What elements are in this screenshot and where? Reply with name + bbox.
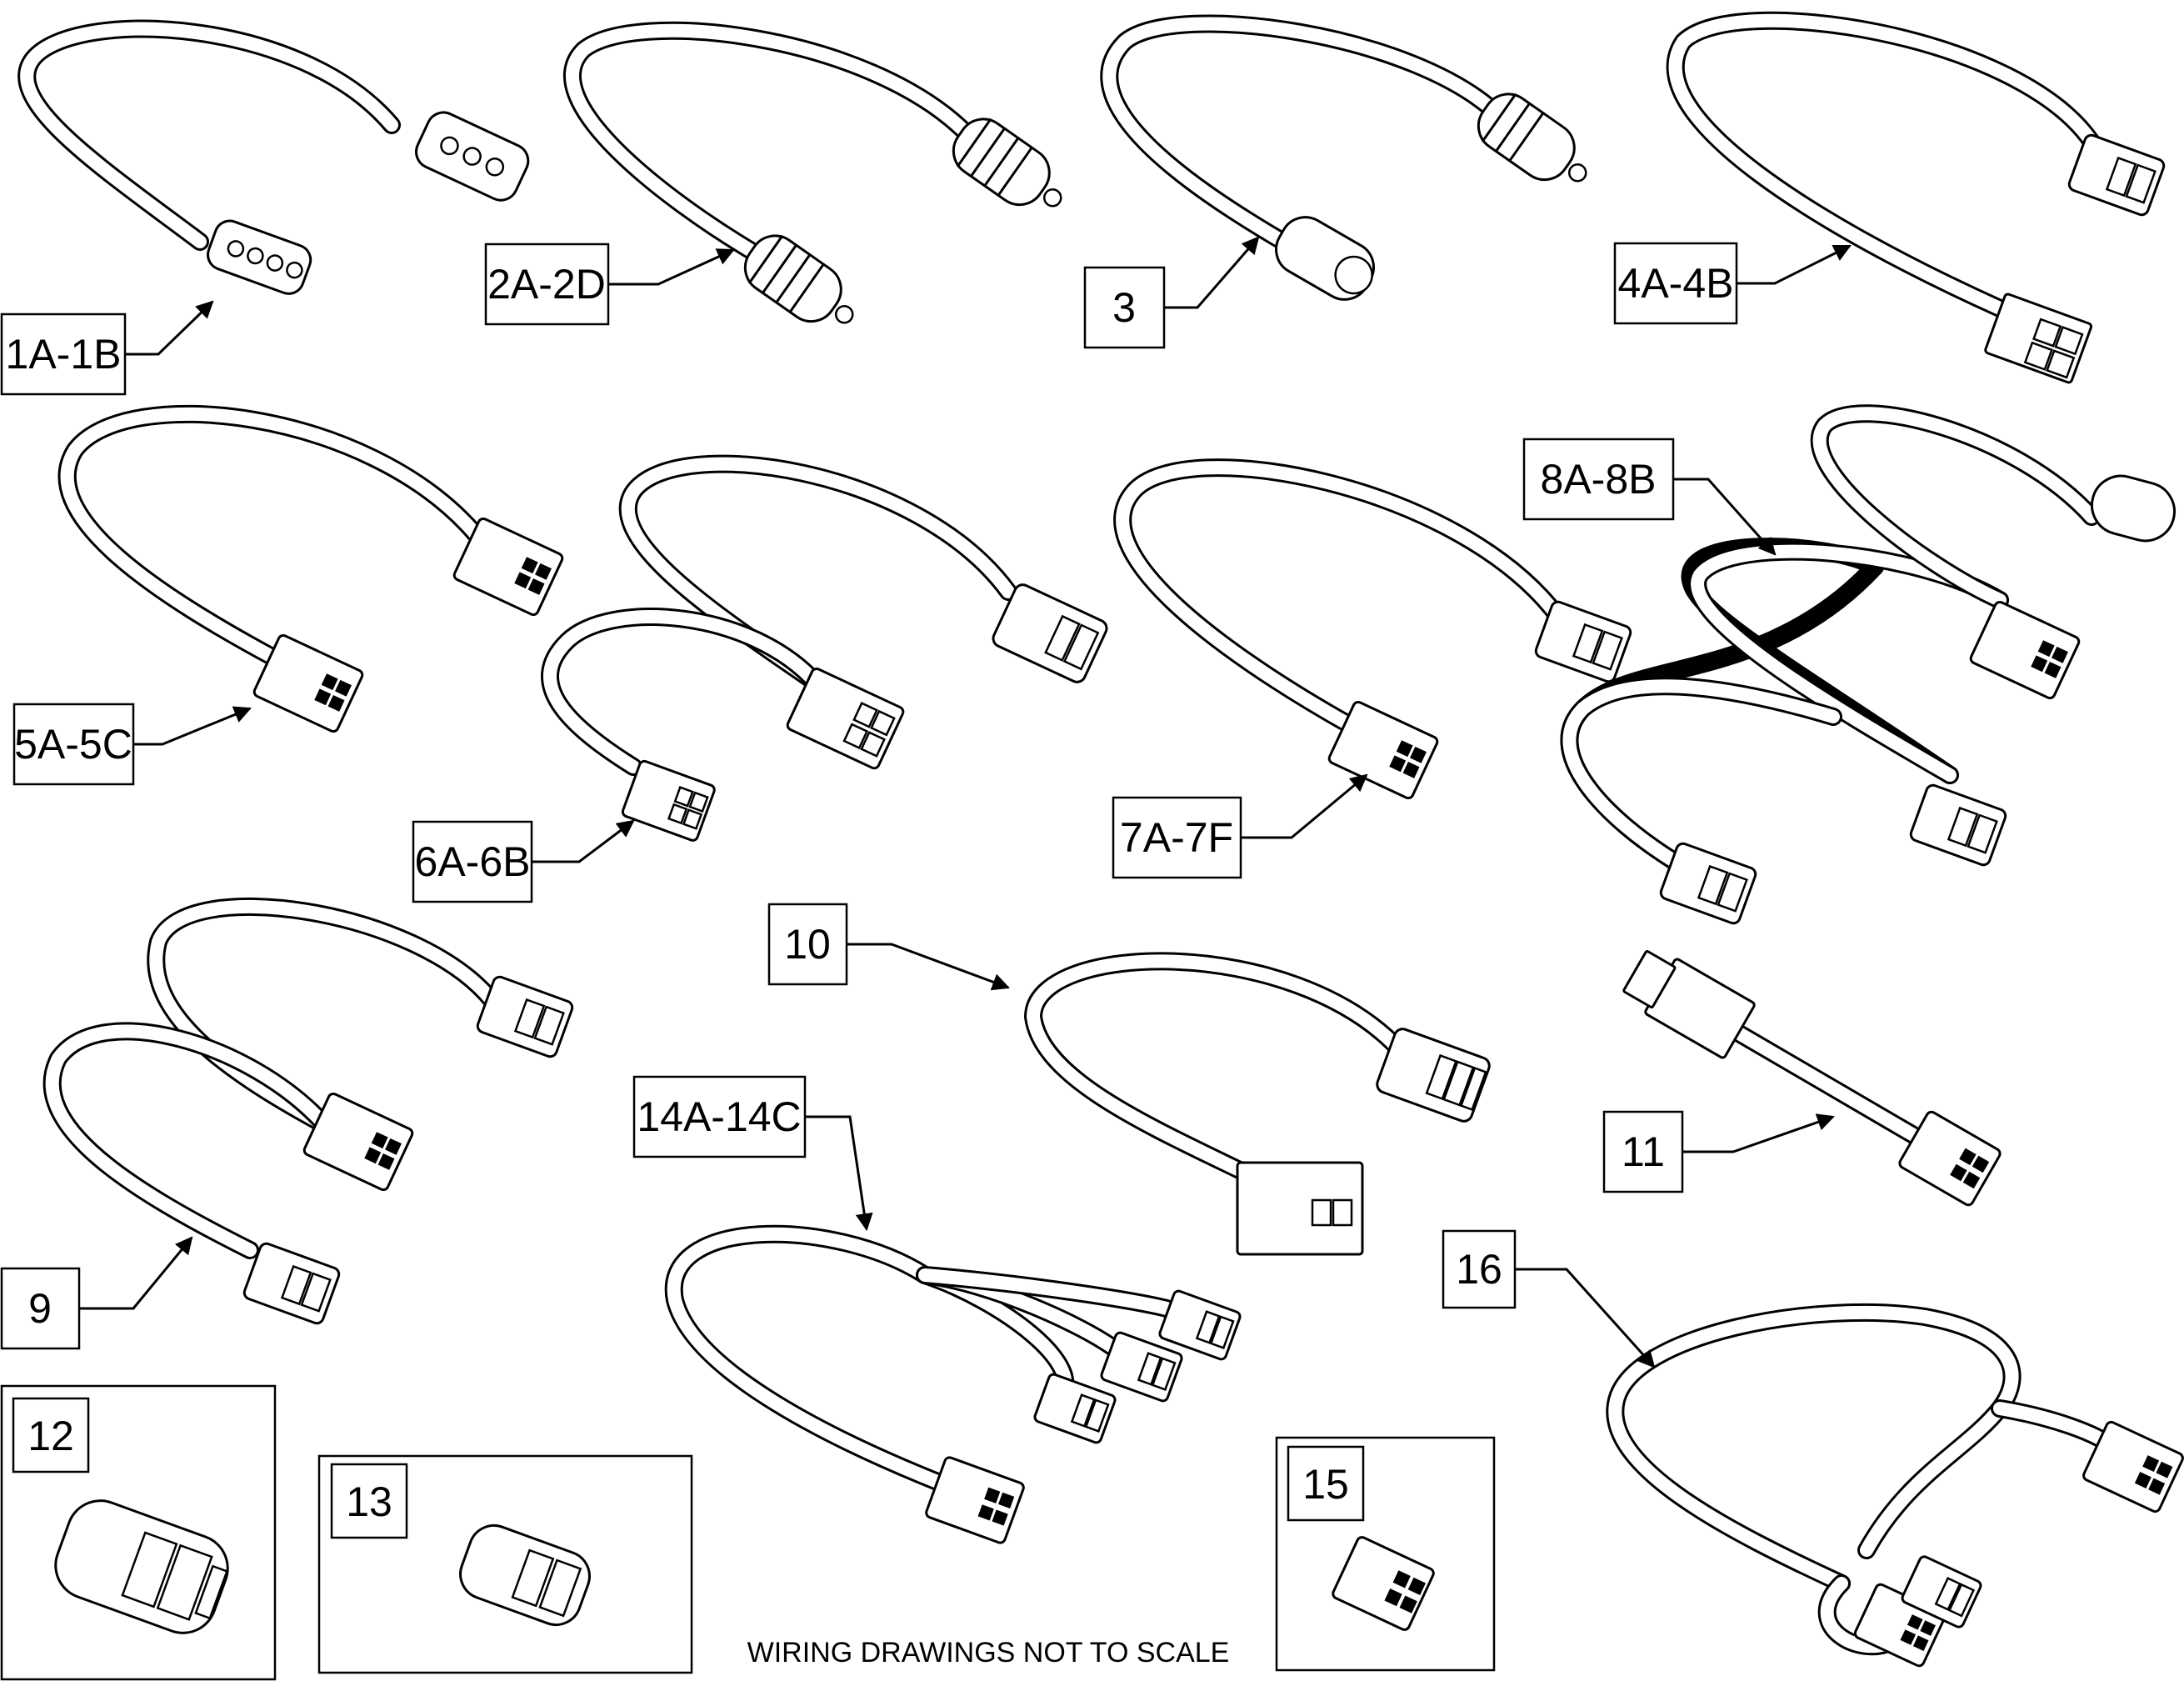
svg-text:4A-4B: 4A-4B (1618, 260, 1734, 307)
label-16: 16 (1442, 1229, 1517, 1309)
part-13-connector (459, 1524, 591, 1626)
svg-text:9: 9 (28, 1285, 52, 1332)
label-12: 12 (12, 1397, 90, 1473)
svg-text:14A-14C: 14A-14C (637, 1093, 801, 1140)
label-15: 15 (1287, 1445, 1365, 1522)
svg-text:7A-7F: 7A-7F (1120, 814, 1233, 861)
cable-7a-7f (1113, 458, 1632, 800)
cable-16 (1606, 1303, 2184, 1668)
cable-5a-5c (57, 404, 564, 733)
cable-4a-4b (1666, 11, 2166, 384)
svg-text:15: 15 (1302, 1461, 1349, 1508)
cable-14a-14c (664, 1224, 1242, 1544)
svg-text:13: 13 (346, 1478, 392, 1525)
label-9: 9 (0, 1267, 81, 1350)
svg-text:12: 12 (27, 1413, 74, 1459)
label-14a-14c: 14A-14C (632, 1075, 807, 1158)
cable-11 (1622, 949, 2002, 1207)
label-2a-2d: 2A-2D (484, 243, 610, 326)
svg-text:5A-5C: 5A-5C (14, 721, 132, 768)
svg-text:1A-1B: 1A-1B (6, 331, 122, 378)
cable-10 (1024, 952, 1491, 1256)
cable-2a-2d (562, 21, 1062, 324)
label-4a-4b: 4A-4B (1613, 242, 1738, 325)
part-13-frame (317, 1454, 693, 1674)
svg-text:6A-6B: 6A-6B (415, 838, 531, 885)
label-8a-8b: 8A-8B (1522, 438, 1675, 521)
scale-note: WIRING DRAWINGS NOT TO SCALE (747, 1637, 1230, 1668)
svg-text:10: 10 (784, 921, 831, 968)
part-15-frame (1275, 1436, 1496, 1672)
part-15-connector (1332, 1536, 1435, 1631)
label-1a-1b: 1A-1B (0, 313, 127, 396)
svg-text:11: 11 (1622, 1128, 1665, 1175)
cable-3 (1100, 14, 1587, 301)
cable-9 (42, 897, 574, 1325)
svg-text:8A-8B: 8A-8B (1541, 456, 1657, 503)
part-12-connector (54, 1499, 229, 1634)
svg-text:16: 16 (1456, 1246, 1502, 1293)
svg-text:3: 3 (1112, 284, 1136, 331)
leader-lines (79, 236, 1852, 1368)
cable-1a-1b (17, 19, 530, 295)
label-10: 10 (767, 903, 848, 986)
label-7a-7f: 7A-7F (1112, 796, 1242, 879)
label-11: 11 (1602, 1110, 1684, 1193)
label-6a-6b: 6A-6B (412, 820, 533, 903)
label-3: 3 (1083, 266, 1166, 349)
cable-6a-6b (541, 454, 1108, 842)
svg-text:2A-2D: 2A-2D (487, 261, 606, 308)
part-12-frame (0, 1384, 277, 1681)
label-13: 13 (330, 1463, 408, 1539)
label-5a-5c: 5A-5C (12, 703, 135, 786)
cable-8a-8b (1560, 404, 2176, 925)
